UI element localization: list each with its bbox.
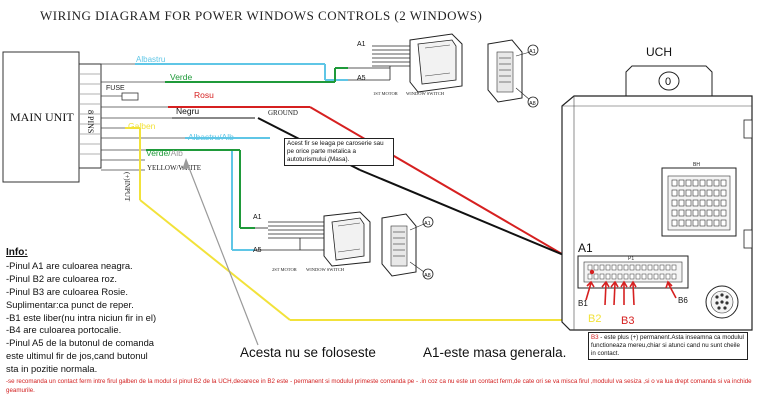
red-arrows	[585, 269, 677, 306]
info-line: este ultimul fir de jos,cand butonul	[6, 350, 148, 362]
pin-labels: A1 B1 B2 B3 B6	[578, 241, 688, 327]
switch-bottom-connector: A1 A8	[381, 213, 434, 280]
ground-note: Acest fir se leaga pe caroserie sau pe o…	[284, 138, 394, 166]
b3-note-prefix: B3	[591, 334, 599, 341]
switch-top-conn-a1: A1	[529, 49, 536, 55]
switch-top-a1: A1	[357, 41, 366, 48]
wire-label-yellow-white: YELLOW/WHITE	[147, 164, 201, 172]
b3-note-text: - este plus (+) permanent.Asta inseamna …	[591, 334, 744, 357]
switch-bottom-conn-a8: A8	[424, 273, 431, 279]
switch-top-conn-a8: A8	[529, 101, 536, 107]
wire-label-galben: Galben	[128, 121, 156, 131]
info-line: -Pinul A1 are culoarea neagra.	[6, 259, 133, 271]
pin-b3-label: B3	[621, 315, 634, 327]
info-line: -Pinul A5 de la butonul de comanda	[6, 337, 155, 349]
yellow-wire: Galben	[125, 121, 601, 321]
info-header: Info:	[6, 247, 28, 258]
pin-a1-label: A1	[578, 241, 593, 255]
switch-bottom-a1: A1	[253, 214, 262, 221]
pin-b2-label: B2	[588, 313, 601, 325]
b3-note: B3 - este plus (+) permanent.Asta inseam…	[588, 332, 748, 360]
switch-bottom-conn-a1: A1	[424, 221, 431, 227]
pin-b1-label: B1	[578, 299, 588, 308]
uch-label: UCH	[646, 45, 672, 59]
blue-white-wire: Albastru/Alb	[185, 132, 270, 251]
connector-bh-label: BH	[693, 162, 700, 168]
info-line: -B4 are culoarea portocalie.	[6, 324, 122, 336]
footer-note: -se recomanda un contact ferm intre firu…	[6, 378, 752, 394]
switch-top-a5: A5	[357, 75, 366, 82]
ground-label: GROUND	[268, 109, 298, 117]
fuse: FUSE	[106, 85, 139, 101]
wire-label-rosu: Rosu	[194, 90, 214, 100]
fuse-label: FUSE	[106, 85, 125, 92]
switch-bottom-body	[323, 211, 371, 267]
pins-label: 8 PINS	[86, 110, 95, 133]
wire-label-verde: Verde	[170, 72, 192, 82]
switch-top-body	[409, 33, 463, 93]
switch-bottom-motor: 2ST MOTOR	[272, 267, 297, 272]
unused-wire-note: Acesta nu se foloseste	[240, 345, 376, 360]
switch-bottom-a5: A5	[253, 247, 262, 254]
switch-bottom-wiring	[255, 221, 325, 251]
uch-key-label: 0	[665, 76, 671, 88]
info-line: -Pinul B2 are culoarea roz.	[6, 272, 117, 284]
green-white-wire: Verde/Alb YELLOW/WHITE	[146, 148, 255, 229]
info-line: -Pinul B3 are culoarea Rosie.	[6, 285, 128, 297]
switch-top-motor: 1ST MOTOR	[373, 91, 398, 96]
wire-label-alb-part: Alb	[171, 148, 184, 158]
main-unit: MAIN UNIT 8 PINS	[2, 51, 102, 183]
info-panel: Info: -Pinul A1 are culoarea neagra. -Pi…	[6, 247, 236, 376]
wire-label-albastru: Albastru	[136, 55, 165, 64]
wire-label-albastru-alb: Albastru/Alb	[188, 132, 234, 142]
info-line: -B1 este liber(nu intra niciun fir in el…	[6, 311, 157, 323]
switch-bottom-switch: WINDOW SWITCH	[306, 267, 345, 272]
input-label: (+)INPUT	[123, 172, 131, 202]
blue-wire-top: Albastru	[135, 55, 348, 81]
info-line: Suplimentar:ca punct de reper.	[6, 298, 134, 310]
main-unit-label: MAIN UNIT	[10, 110, 74, 124]
pin-b6-label: B6	[678, 296, 688, 305]
ground-general-note: A1-este masa generala.	[423, 345, 567, 360]
switch-top-connector: A1 A8	[487, 39, 539, 108]
connector-p1-label: P1	[628, 256, 634, 262]
switch-top-wiring	[348, 45, 410, 81]
info-line: sta in pozitie normala.	[6, 363, 98, 375]
switch-top-switch: WINDOW SWITCH	[406, 91, 445, 96]
black-wire: Negru GROUND	[172, 106, 591, 267]
wire-label-verde-alb: Verde/Alb	[146, 148, 183, 158]
uch-module: UCH 0 BH P1	[561, 45, 753, 331]
wire-label-verde-part: Verde/	[146, 148, 171, 158]
diagram-title: WIRING DIAGRAM FOR POWER WINDOWS CONTROL…	[40, 8, 483, 23]
gray-arrow	[182, 158, 259, 346]
green-wire-top: Verde	[165, 67, 348, 83]
wire-label-negru: Negru	[176, 106, 199, 116]
